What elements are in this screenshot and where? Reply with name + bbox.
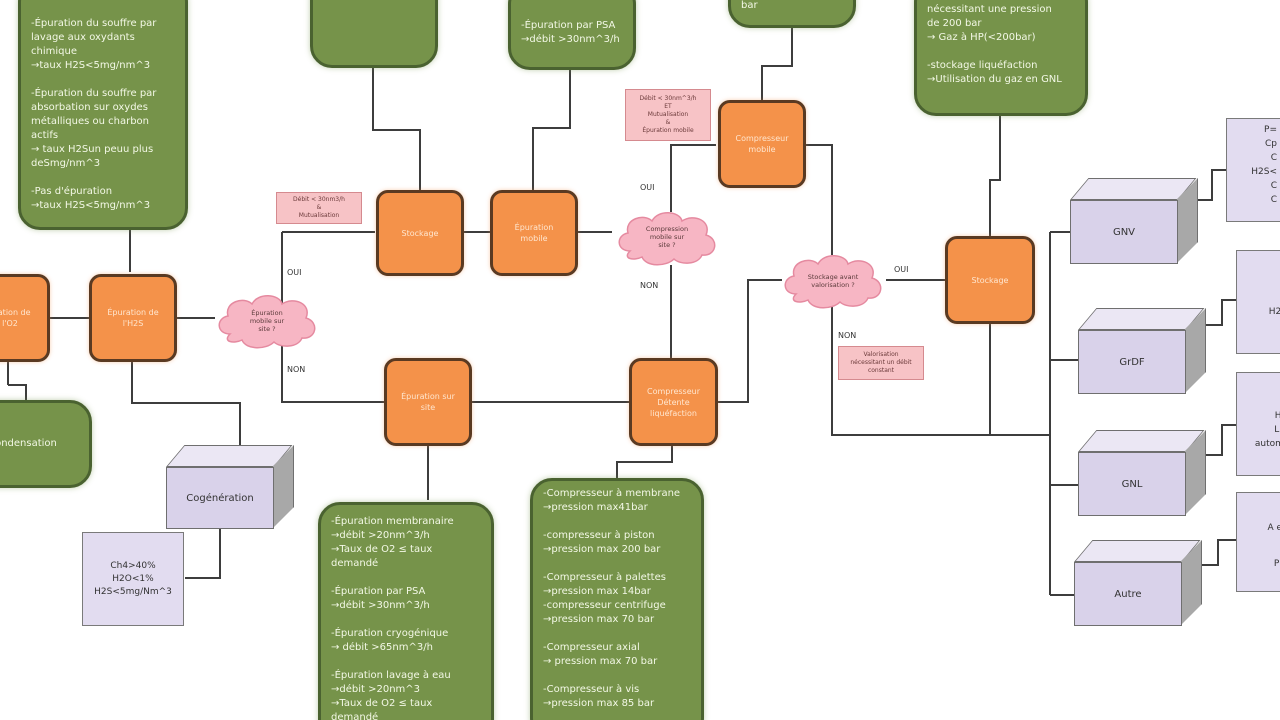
cloud-text: Stockage avant valorisation ? bbox=[807, 273, 859, 289]
yes-label: OUI bbox=[894, 265, 909, 274]
top-pressure-box: bar bbox=[728, 0, 856, 28]
cube-front: GNV bbox=[1070, 200, 1178, 264]
mobile-compressor-step: Compresseur mobile bbox=[718, 100, 806, 188]
condensation-box: ondensation bbox=[0, 400, 92, 488]
compressor-types-box: -Compresseur à membrane →pression max41b… bbox=[530, 478, 704, 720]
cloud-text: Épuration mobile sur site ? bbox=[249, 309, 285, 333]
storage-usage-box: → Autre utilisation nécessitant une pres… bbox=[914, 0, 1088, 116]
on-site-purification-step: Épuration sur site bbox=[384, 358, 472, 446]
cogeneration-cube: Cogénération bbox=[166, 445, 296, 531]
cube-top bbox=[166, 445, 293, 467]
sulfur-purification-options-box: deSmg/nm^3 -Épuration du souffre par lav… bbox=[18, 0, 188, 230]
cogeneration-spec-box: Ch4>40% H2O<1% H2S<5mg/Nm^3 bbox=[82, 532, 184, 626]
flow-condition-note-top: Débit < 30nm^3/h ET Mutualisation & Épur… bbox=[625, 89, 711, 141]
cube-top bbox=[1070, 178, 1197, 200]
purification-methods-box: -Épuration membranaire →débit >20nm^3/h … bbox=[318, 502, 494, 720]
psa-purification-box: demande -Épuration par PSA →débit >30nm^… bbox=[508, 0, 636, 70]
gnv-cube: GNV bbox=[1070, 178, 1200, 266]
cube-top bbox=[1074, 540, 1201, 562]
cloud-shape-icon bbox=[784, 255, 882, 309]
cloud-shape-icon bbox=[618, 212, 716, 266]
mobile-purification-decision: Épuration mobile sur site ? bbox=[212, 290, 322, 352]
no-label: NON bbox=[640, 281, 659, 290]
cloud-text: Compression mobile sur site ? bbox=[645, 225, 689, 249]
grdf-cube: GrDF bbox=[1078, 308, 1208, 396]
flow-condition-note-left: Débit < 30nm3/h & Mutualisation bbox=[276, 192, 362, 224]
storage-step-1: Stockage bbox=[376, 190, 464, 276]
gnl-spec-box: C H2S L'ép automat la bbox=[1236, 372, 1280, 476]
h2s-purification-step: Épuration de l'H2S bbox=[89, 274, 177, 362]
other-spec-box: A entr P, Q, bbox=[1236, 492, 1280, 592]
grdf-spec-box: P C C H2S C bbox=[1236, 250, 1280, 354]
gnv-spec-box: P= Cp C H2S< C C bbox=[1226, 118, 1280, 222]
yes-label: OUI bbox=[287, 268, 302, 277]
compressor-liquefaction-step: Compresseur Détente liquéfaction bbox=[629, 358, 718, 446]
o2-purification-step: uration de l'O2 bbox=[0, 274, 50, 362]
cube-front: GNL bbox=[1078, 452, 1186, 516]
mobile-compression-decision: Compression mobile sur site ? bbox=[612, 205, 722, 269]
no-label: NON bbox=[838, 331, 857, 340]
cube-front: Autre bbox=[1074, 562, 1182, 626]
top-green-box-a bbox=[310, 0, 438, 68]
mobile-purification-step: Épuration mobile bbox=[490, 190, 578, 276]
storage-step-2: Stockage bbox=[945, 236, 1035, 324]
other-use-cube: Autre bbox=[1074, 540, 1204, 628]
valorisation-condition-note: Valorisation nécessitant un débit consta… bbox=[838, 346, 924, 380]
yes-label: OUI bbox=[640, 183, 655, 192]
cube-front: GrDF bbox=[1078, 330, 1186, 394]
cloud-shape-icon bbox=[218, 295, 316, 349]
gnl-cube: GNL bbox=[1078, 430, 1208, 518]
cube-top bbox=[1078, 308, 1205, 330]
storage-before-valorisation-decision: Stockage avant valorisation ? bbox=[778, 250, 888, 312]
cube-front: Cogénération bbox=[166, 467, 274, 529]
no-label: NON bbox=[287, 365, 306, 374]
cube-top bbox=[1078, 430, 1205, 452]
